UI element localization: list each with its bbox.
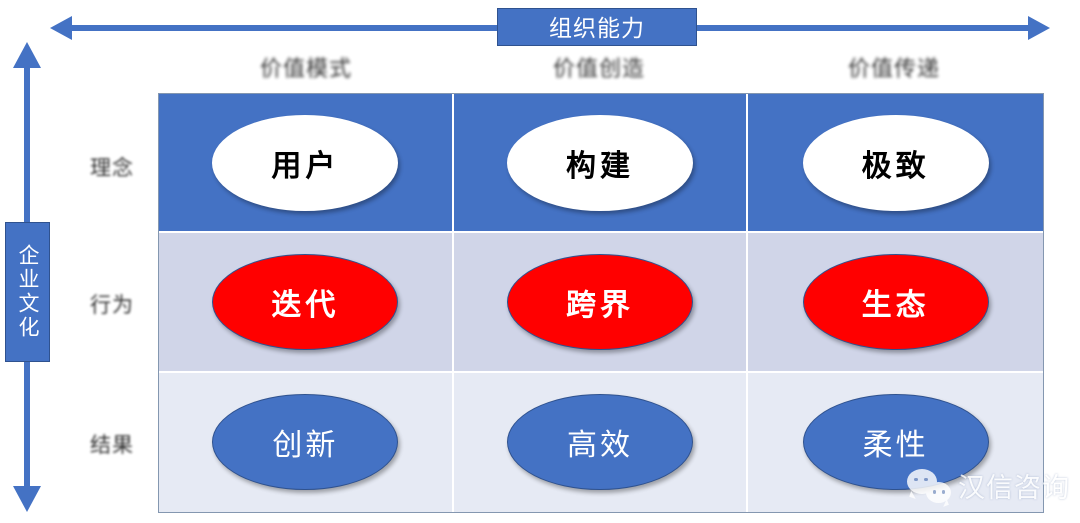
column-header-1: 价值模式 [259, 56, 352, 81]
vertical-axis-label: 企业文化 [5, 222, 50, 362]
row-label-3: 结果 [90, 434, 134, 457]
horizontal-axis-label: 组织能力 [497, 8, 697, 46]
arrow-head-down-icon [13, 486, 41, 512]
arrow-head-left-icon [50, 16, 72, 40]
matrix-cell: 创新 [159, 372, 454, 512]
matrix-cell: 跨界 [453, 233, 749, 373]
arrow-head-up-icon [13, 42, 41, 68]
matrix-oval: 迭代 [212, 253, 399, 350]
column-header-3: 价值传递 [847, 56, 940, 81]
column-header-2: 价值创造 [552, 56, 645, 81]
matrix-oval: 生态 [802, 253, 989, 350]
matrix-oval: 极致 [802, 114, 989, 211]
vertical-axis-label-text: 企业文化 [16, 244, 39, 340]
row-label-2: 行为 [90, 294, 134, 317]
matrix-grid: 用户 构建 极致 迭代 跨界 生态 创新 高效 [158, 93, 1044, 513]
arrow-head-right-icon [1028, 16, 1050, 40]
matrix-cell: 用户 [159, 94, 454, 234]
matrix-cell: 迭代 [159, 233, 454, 373]
matrix-cell: 柔性 [748, 372, 1043, 512]
matrix-oval: 创新 [212, 394, 399, 491]
matrix-oval: 用户 [212, 114, 399, 211]
matrix-oval: 跨界 [506, 253, 693, 350]
matrix-oval: 构建 [506, 114, 693, 211]
row-label-1: 理念 [90, 157, 134, 180]
matrix-cell: 生态 [748, 233, 1043, 373]
matrix-oval: 高效 [506, 394, 693, 491]
matrix-cell: 构建 [453, 94, 749, 234]
matrix-oval: 柔性 [802, 394, 989, 491]
matrix-cell: 高效 [453, 372, 749, 512]
matrix-cell: 极致 [748, 94, 1043, 234]
